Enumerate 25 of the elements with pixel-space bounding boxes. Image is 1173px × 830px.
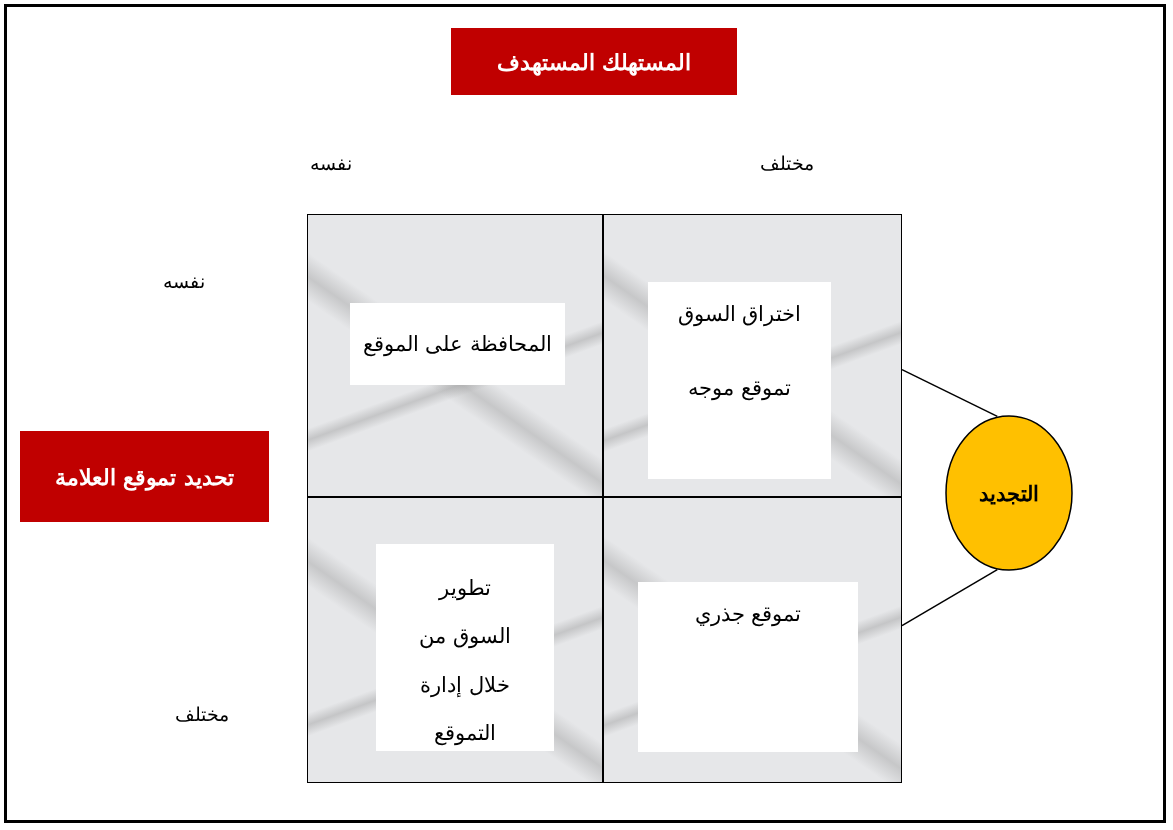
strategy-box bbox=[350, 303, 565, 385]
box-label: المستهلك المستهدف bbox=[496, 48, 692, 75]
quadrant-cell bbox=[307, 214, 603, 497]
axis-label: نفسه bbox=[163, 270, 205, 292]
quadrant-cell bbox=[603, 214, 902, 497]
connector-line bbox=[901, 568, 999, 627]
quadrant-cell bbox=[603, 497, 902, 783]
strategy-box bbox=[376, 544, 554, 751]
quadrant-cell bbox=[307, 497, 603, 783]
header-box bbox=[451, 28, 737, 95]
box-label: اختراق السوق bbox=[677, 302, 802, 326]
box-label: تموقع جذري bbox=[694, 602, 802, 626]
header-box bbox=[20, 431, 269, 522]
box-sublabel: تموقع موجه bbox=[688, 376, 791, 400]
box-label: التجديد bbox=[979, 480, 1039, 506]
box-label: تحديد تموقع العلامة bbox=[54, 463, 235, 490]
connector-line bbox=[901, 368, 999, 418]
axis-label: نفسه bbox=[310, 152, 352, 174]
strategy-box bbox=[648, 282, 831, 479]
strategy-box bbox=[638, 582, 858, 752]
box-label: تطوير السوق من خلال إدارة التموقع bbox=[418, 575, 512, 748]
axis-label: مختلف bbox=[175, 703, 229, 725]
renewal-ellipse bbox=[945, 415, 1073, 571]
axis-label: مختلف bbox=[760, 152, 814, 174]
box-label: المحافظة على الموقع bbox=[362, 332, 553, 356]
